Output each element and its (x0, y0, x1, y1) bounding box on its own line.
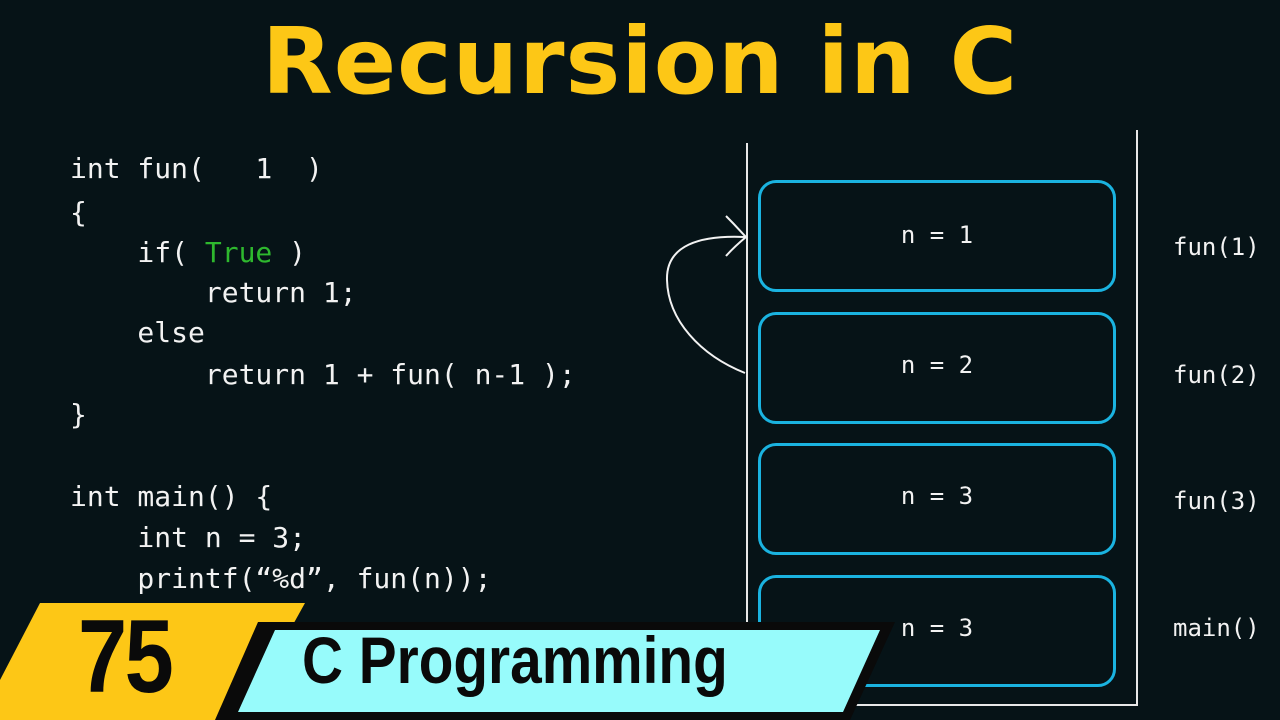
frame-label: fun(2) (1173, 361, 1260, 389)
frame-value: n = 1 (900, 221, 974, 249)
code-line: int fun( 1 ) (70, 152, 323, 185)
stack-frame: n = 2 (758, 312, 1116, 424)
series-title: C Programming (302, 623, 728, 697)
stack-frame: n = 1 (758, 180, 1116, 292)
code-text: if( (70, 236, 205, 269)
code-line: return 1 + fun( n-1 ); (70, 358, 576, 391)
code-line: } (70, 398, 87, 431)
video-title: Recursion in C (261, 8, 1019, 115)
code-line: int n = 3; (70, 521, 307, 554)
code-line: int main() { (70, 480, 273, 513)
true-keyword: True (204, 236, 273, 269)
frame-label: fun(1) (1173, 233, 1260, 261)
code-line: if( True ) (70, 236, 306, 270)
frame-value: n = 2 (900, 351, 974, 379)
code-line: return 1; (70, 276, 357, 309)
stack-frame: n = 3 (758, 443, 1116, 555)
frame-label: fun(3) (1173, 487, 1260, 515)
code-line: printf(“%d”, fun(n)); (70, 562, 492, 595)
stack-left-wall (746, 143, 748, 705)
episode-number: 75 (78, 599, 174, 715)
frame-value: n = 3 (900, 614, 974, 642)
stack-right-wall (1136, 130, 1138, 705)
code-line: else (70, 316, 205, 349)
code-line: { (70, 196, 87, 229)
code-text: ) (272, 236, 307, 269)
frame-value: n = 3 (900, 482, 974, 510)
frame-label: main() (1173, 614, 1260, 642)
stack-bottom (746, 704, 1138, 706)
